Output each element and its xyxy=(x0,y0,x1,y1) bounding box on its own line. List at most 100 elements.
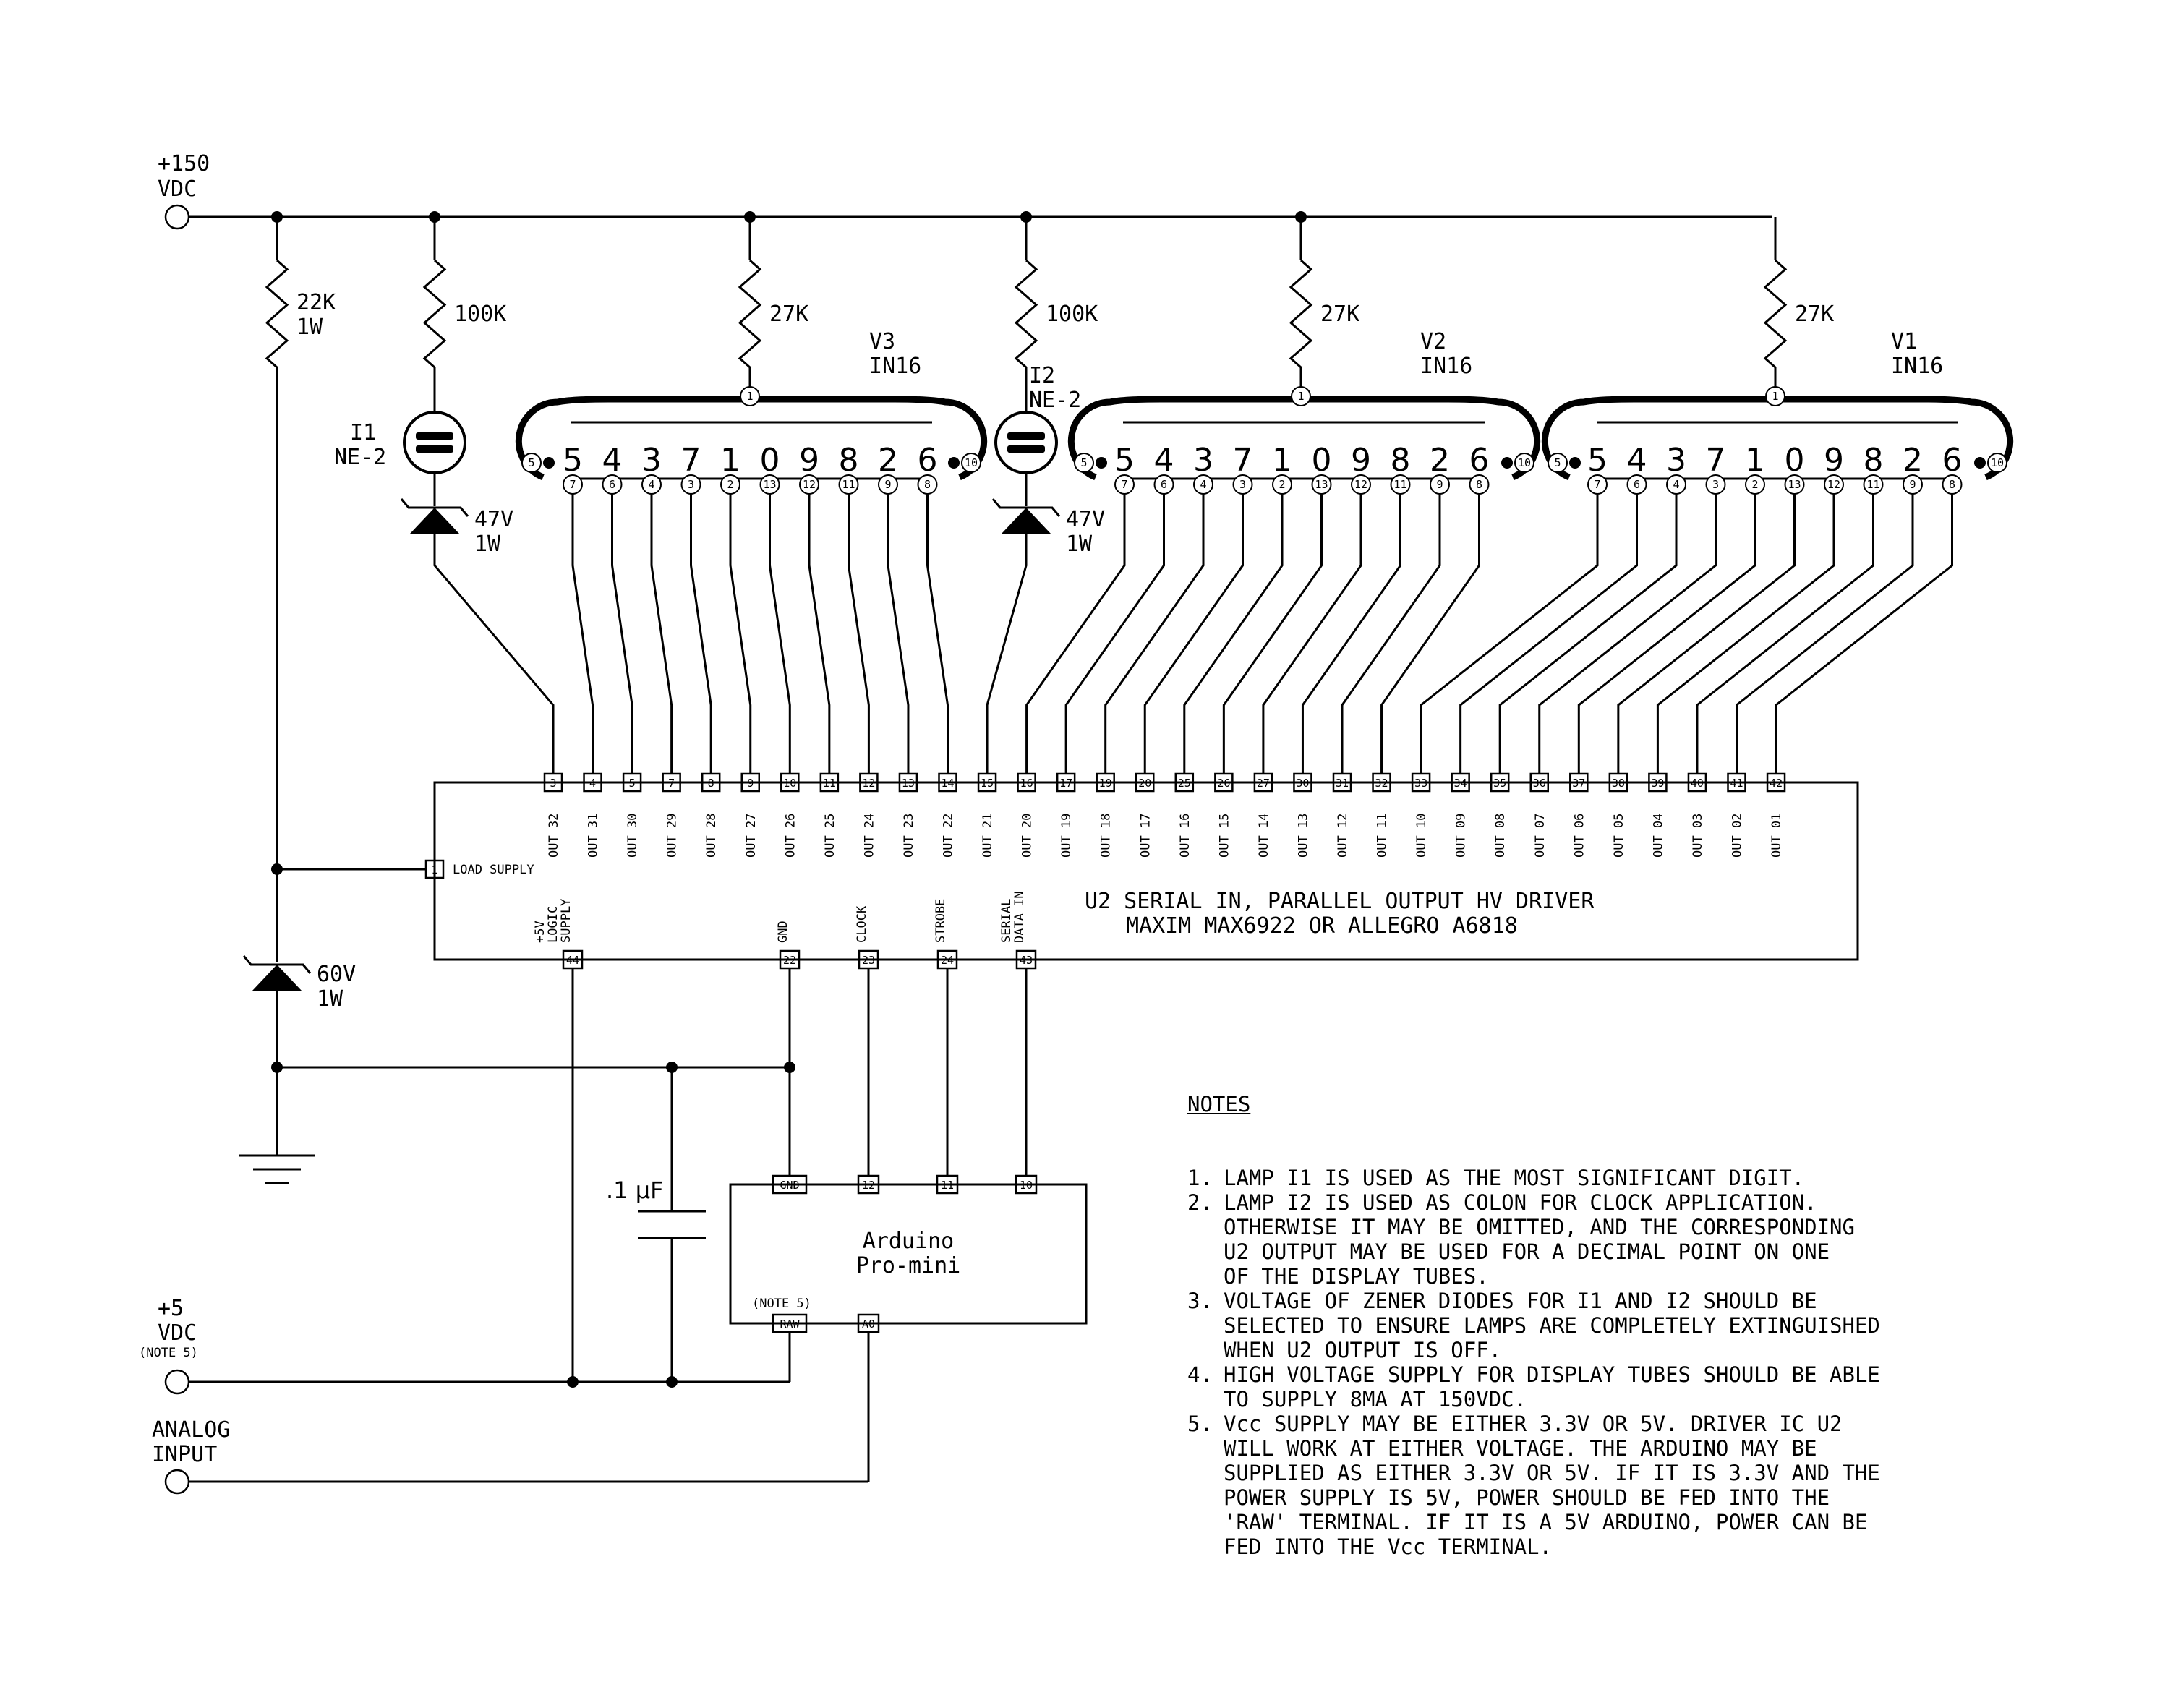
zener-triangle xyxy=(410,508,459,534)
cathode-pin xyxy=(1626,474,1647,495)
nixie-digit: 8 xyxy=(1864,442,1884,479)
note-line: WILL WORK AT EITHER VOLTAGE. THE ARDUINO… xyxy=(1187,1436,1880,1461)
notes-list: 1.LAMP I1 IS USED AS THE MOST SIGNIFICAN… xyxy=(1187,1166,1880,1559)
cathode-pin xyxy=(1232,474,1253,495)
note-line: SELECTED TO ENSURE LAMPS ARE COMPLETELY … xyxy=(1187,1313,1880,1338)
tube-pin-number: 5 xyxy=(1554,456,1561,469)
junction-dot xyxy=(1974,457,1986,469)
junction-dot xyxy=(948,457,960,469)
tube-pin-number: 13 xyxy=(1315,478,1328,491)
note-line: POWER SUPPLY IS 5V, POWER SHOULD BE FED … xyxy=(1187,1485,1880,1510)
driver-out-pin xyxy=(1214,772,1234,793)
notes-block: NOTES 1.LAMP I1 IS USED AS THE MOST SIGN… xyxy=(1187,1043,1880,1584)
junction-dot xyxy=(567,1376,579,1388)
nixie-digit: 5 xyxy=(563,442,583,479)
pin-number: 43 xyxy=(1020,954,1033,967)
nixie-digit: 5 xyxy=(1114,442,1135,479)
zener-label: 47V xyxy=(474,507,513,532)
arduino-body xyxy=(729,1183,1088,1325)
pin-number: 14 xyxy=(941,777,954,790)
driver-out-label: OUT 24 xyxy=(862,814,876,858)
cathode-pin xyxy=(1587,474,1608,495)
nixie-digit: 1 xyxy=(720,442,740,479)
junction-dot xyxy=(1569,457,1581,469)
driver-out-label: OUT 08 xyxy=(1493,814,1508,858)
driver-out-pin xyxy=(583,772,602,793)
pin-number: 16 xyxy=(1020,777,1033,790)
nixie-digit: 7 xyxy=(681,442,701,479)
hv-terminal xyxy=(164,204,190,230)
tube-pin-number: 8 xyxy=(1476,478,1482,491)
driver-bottom-label: SERIAL xyxy=(999,899,1014,943)
nixie-digit: 4 xyxy=(1627,442,1647,479)
driver-output-wire xyxy=(769,493,791,774)
tube-pin-number: 3 xyxy=(688,478,694,491)
components xyxy=(164,204,2014,1495)
tube-pin-number: 12 xyxy=(1354,478,1367,491)
tube-pin-number: 10 xyxy=(965,456,978,469)
driver-out-pin xyxy=(1727,772,1746,793)
driver-out-pin xyxy=(1529,772,1549,793)
driver-output-wire xyxy=(1341,493,1441,774)
tube-side-pin xyxy=(1548,453,1568,473)
tube-pin-number: 3 xyxy=(1239,478,1246,491)
pin-number: 37 xyxy=(1572,777,1585,790)
tube-pin-number: 2 xyxy=(1751,478,1758,491)
driver-out-label: OUT 26 xyxy=(783,814,798,858)
note-line: 'RAW' TERMINAL. IF IT IS A 5V ARDUINO, P… xyxy=(1187,1510,1880,1534)
note-line: FED INTO THE Vcc TERMINAL. xyxy=(1187,1534,1880,1559)
nixie-digit: 2 xyxy=(1430,442,1450,479)
driver-output-wire xyxy=(887,493,910,774)
nixie-digit: 0 xyxy=(1312,442,1332,479)
driver-output-wire xyxy=(1577,493,1756,774)
r22k-label: 22K xyxy=(296,290,336,315)
driver-out-pin xyxy=(1135,772,1155,793)
tube-anode-pin xyxy=(1765,386,1785,406)
tube-side-pin xyxy=(961,453,981,473)
resistor-label: 100K xyxy=(1046,302,1098,327)
zener-label: 1W xyxy=(1066,531,1093,557)
driver-output-wire xyxy=(1025,493,1126,774)
driver-out-label: OUT 09 xyxy=(1454,814,1469,858)
resistor-27k-V1 xyxy=(1763,259,1788,369)
junction-dot xyxy=(543,457,555,469)
cathode-pin xyxy=(838,474,859,495)
note-text: U2 OUTPUT MAY BE USED FOR A DECIMAL POIN… xyxy=(1224,1239,1830,1264)
driver-output-wire xyxy=(1222,493,1323,774)
cap-label: .1 μF xyxy=(606,1177,663,1204)
pin-number: 44 xyxy=(566,954,579,967)
cathode-pin xyxy=(1666,474,1686,495)
driver-out-pin xyxy=(819,772,840,793)
junction-dot xyxy=(1096,457,1107,469)
tube-anode-pin xyxy=(740,386,760,406)
driver-out-pin xyxy=(1608,772,1628,793)
driver-bottom-pin xyxy=(936,949,958,970)
cathode-pin xyxy=(1469,474,1490,495)
note-text: WHEN U2 OUTPUT IS OFF. xyxy=(1224,1338,1502,1362)
note-number xyxy=(1187,1264,1224,1289)
driver-out-pin xyxy=(622,772,642,793)
zener-label: 47V xyxy=(1066,507,1105,532)
note-text: VOLTAGE OF ZENER DIODES FOR I1 AND I2 SH… xyxy=(1224,1289,1817,1313)
driver-bottom-label: SUPPLY xyxy=(559,899,573,943)
nixie-tube-envelope-V2 xyxy=(1067,396,1541,481)
pin-number: 26 xyxy=(1217,777,1230,790)
zener-label: 1W xyxy=(474,531,501,557)
note-text: FED INTO THE Vcc TERMINAL. xyxy=(1224,1534,1552,1559)
driver-title: U2 SERIAL IN, PARALLEL OUTPUT HV DRIVER xyxy=(1085,889,1595,914)
driver-out-pin xyxy=(1174,772,1195,793)
nixie-digit: 1 xyxy=(1272,442,1292,479)
wires xyxy=(189,211,1986,1483)
note-number xyxy=(1187,1534,1224,1559)
notes-heading: NOTES xyxy=(1187,1092,1251,1116)
tube-pin-number: 13 xyxy=(763,478,776,491)
driver-out-pin xyxy=(1766,772,1786,793)
tube-pin-number: 8 xyxy=(924,478,931,491)
resistor-label: 100K xyxy=(454,302,506,327)
driver-out-pin xyxy=(1096,772,1115,793)
cathode-pin xyxy=(759,474,780,495)
driver-out-label: OUT 01 xyxy=(1770,814,1784,858)
arduino-a0-pin xyxy=(857,1313,880,1333)
analog-label: ANALOG xyxy=(152,1417,230,1443)
cathode-pin xyxy=(1114,474,1135,495)
